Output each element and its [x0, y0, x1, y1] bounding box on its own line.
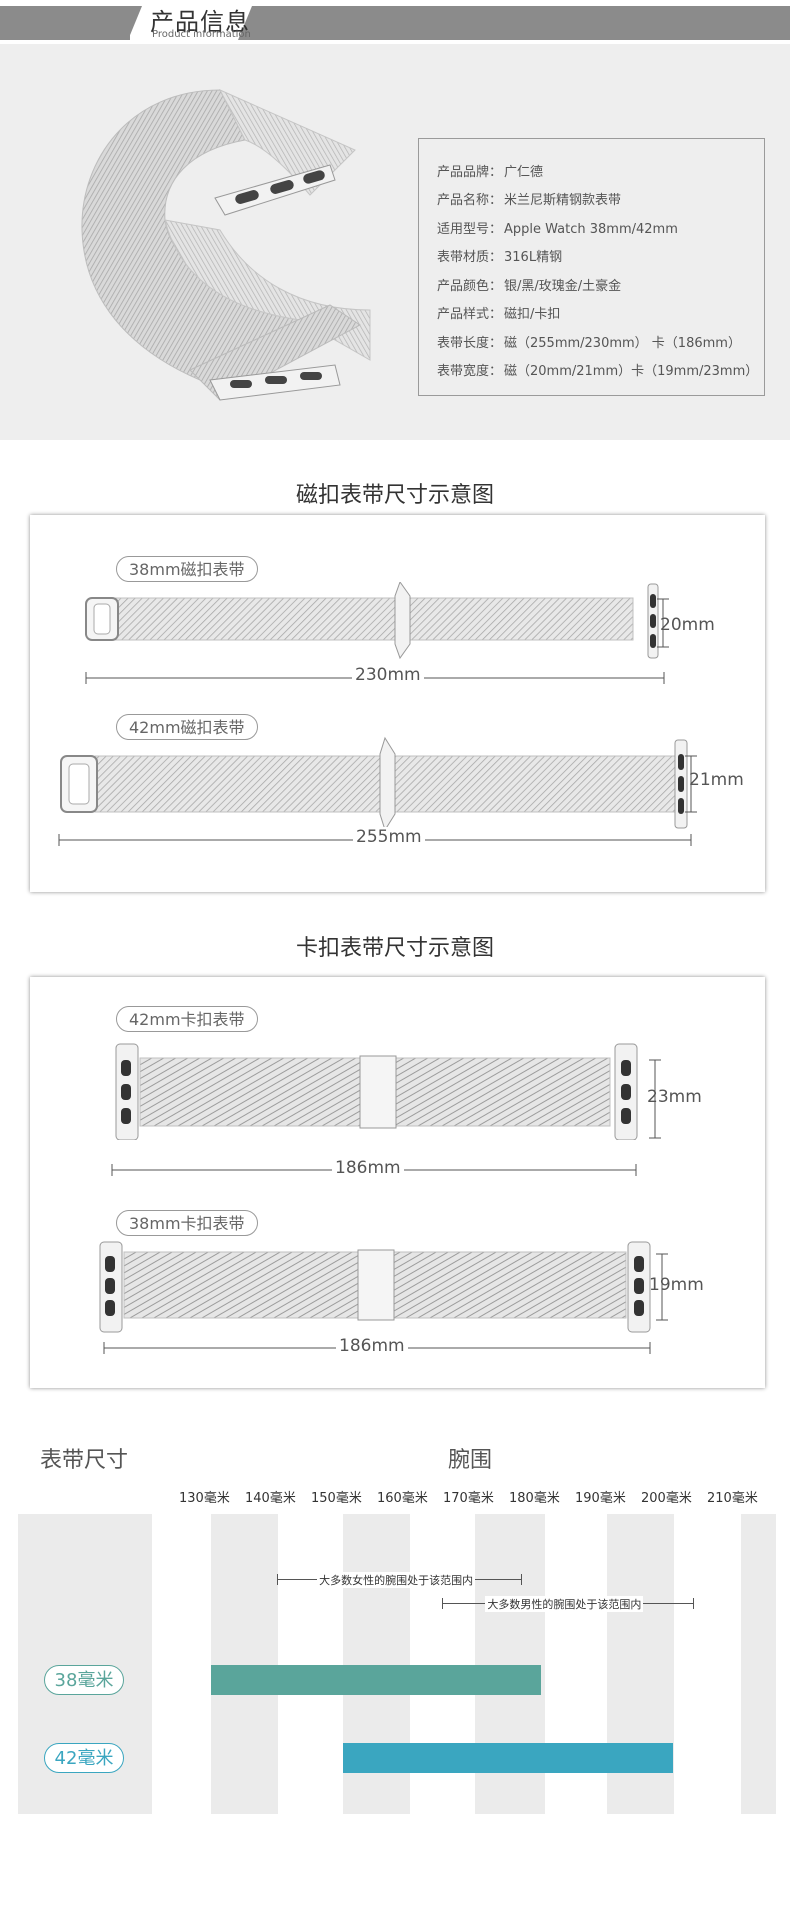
wrist-tick-label: 150毫米 — [311, 1491, 362, 1506]
header-bar-slant — [128, 6, 142, 40]
clasp-diagram-title: 卡扣表带尺寸示意图 — [295, 936, 494, 961]
chart-stripe — [741, 1514, 776, 1814]
magnetic-diagram-title: 磁扣表带尺寸示意图 — [295, 483, 494, 508]
range-note: 大多数男性的腕围处于该范围内 — [485, 1596, 644, 1612]
band-size-title: 表带尺寸 — [40, 1448, 129, 1473]
size-badge: 38毫米 — [44, 1665, 124, 1695]
length-label: 186mm — [336, 1336, 408, 1356]
spec-value: 银/黑/玫瑰金/土豪金 — [504, 279, 622, 294]
clasp-band-38mm-image — [99, 1241, 651, 1333]
size-range-bar — [343, 1743, 673, 1773]
range-cap — [277, 1574, 278, 1585]
wrist-tick-label: 210毫米 — [707, 1491, 758, 1506]
width-label: 20mm — [660, 615, 715, 635]
width-label: 21mm — [689, 770, 744, 790]
wrist-tick-label: 200毫米 — [641, 1491, 692, 1506]
band-label-pill: 42mm卡扣表带 — [116, 1006, 258, 1032]
range-cap — [521, 1574, 523, 1585]
spec-value: 磁（255mm/230mm） 卡（186mm） — [504, 336, 741, 351]
wrist-tick-label: 140毫米 — [245, 1491, 296, 1506]
magnetic-band-42mm-image — [60, 736, 688, 832]
length-label: 255mm — [353, 827, 425, 847]
spec-key: 产品名称： — [437, 193, 503, 208]
length-label: 186mm — [332, 1158, 404, 1178]
spec-value: 米兰尼斯精钢款表带 — [504, 193, 622, 208]
spec-value: 广仁德 — [504, 165, 544, 180]
range-note: 大多数女性的腕围处于该范围内 — [317, 1572, 476, 1588]
spec-row: 适用型号：Apple Watch 38mm/42mm — [437, 218, 678, 237]
spec-row: 表带宽度：磁（20mm/21mm）卡（19mm/23mm） — [437, 360, 758, 379]
spec-key: 产品颜色： — [437, 279, 503, 294]
spec-value: 磁扣/卡扣 — [504, 307, 561, 322]
header-bar-right — [252, 6, 790, 40]
wrist-tick-label: 160毫米 — [377, 1491, 428, 1506]
spec-value: Apple Watch 38mm/42mm — [504, 222, 678, 237]
wrist-tick-label: 170毫米 — [443, 1491, 494, 1506]
spec-key: 产品品牌： — [437, 165, 503, 180]
clasp-band-42mm-image — [115, 1043, 638, 1140]
spec-row: 表带长度：磁（255mm/230mm） 卡（186mm） — [437, 332, 741, 351]
spec-row: 产品名称：米兰尼斯精钢款表带 — [437, 189, 621, 208]
spec-row: 产品颜色：银/黑/玫瑰金/土豪金 — [437, 275, 621, 294]
spec-value: 磁（20mm/21mm）卡（19mm/23mm） — [504, 364, 759, 379]
spec-row: 表带材质：316L精钢 — [437, 246, 562, 265]
band-label-pill: 38mm磁扣表带 — [116, 556, 258, 582]
band-label-pill: 42mm磁扣表带 — [116, 714, 258, 740]
band-label-pill: 38mm卡扣表带 — [116, 1210, 258, 1236]
spec-value: 316L精钢 — [504, 250, 563, 265]
width-label: 23mm — [647, 1087, 702, 1107]
width-label: 19mm — [649, 1275, 704, 1295]
wrist-tick-label: 180毫米 — [509, 1491, 560, 1506]
spec-key: 表带宽度： — [437, 364, 503, 379]
spec-row: 产品品牌：广仁德 — [437, 161, 543, 180]
spec-key: 适用型号： — [437, 222, 503, 237]
wrist-size-title: 腕围 — [448, 1448, 493, 1473]
header-bar-left — [0, 6, 130, 40]
range-cap — [442, 1598, 443, 1609]
section-subtitle: Product information — [152, 29, 251, 40]
spec-table: 产品品牌：广仁德 产品名称：米兰尼斯精钢款表带 适用型号：Apple Watch… — [418, 138, 765, 396]
magnetic-band-38mm-image — [85, 582, 659, 660]
width-dimension-line — [656, 1253, 668, 1321]
header-bar-slant — [238, 6, 252, 40]
rolled-band-image — [81, 88, 371, 401]
section-title: 产品信息 — [150, 8, 250, 36]
length-label: 230mm — [352, 665, 424, 685]
size-range-bar — [211, 1665, 541, 1695]
wrist-tick-label: 130毫米 — [179, 1491, 230, 1506]
spec-key: 产品样式： — [437, 307, 503, 322]
wrist-tick-label: 190毫米 — [575, 1491, 626, 1506]
chart-stripe — [211, 1514, 278, 1814]
spec-key: 表带材质： — [437, 250, 503, 265]
size-badge: 42毫米 — [44, 1743, 124, 1773]
spec-row: 产品样式：磁扣/卡扣 — [437, 303, 560, 322]
width-dimension-line — [685, 755, 697, 813]
width-dimension-line — [649, 1059, 661, 1139]
range-cap — [692, 1598, 694, 1609]
width-dimension-line — [657, 598, 669, 648]
spec-key: 表带长度： — [437, 336, 503, 351]
